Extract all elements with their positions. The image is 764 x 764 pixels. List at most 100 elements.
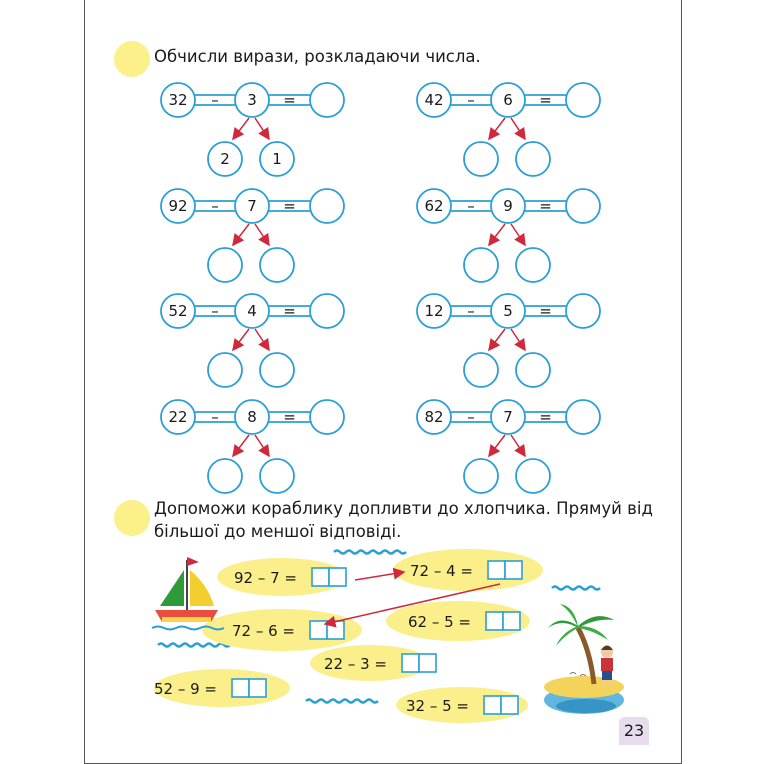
- boy-shirt: [601, 658, 613, 671]
- answer-circle[interactable]: [309, 82, 345, 118]
- part-circle[interactable]: [207, 141, 243, 177]
- boy-shorts: [602, 671, 612, 680]
- boat-hull-stripe: [162, 617, 211, 622]
- part-circle[interactable]: [463, 247, 499, 283]
- answer-circle[interactable]: [309, 188, 345, 224]
- decompose-arrow-right: [510, 328, 526, 352]
- subtrahend-value: 7: [247, 197, 257, 215]
- decompose-arrow-right: [254, 328, 270, 352]
- minuend-circle: [160, 399, 196, 435]
- decompose-arrow-left: [488, 434, 506, 458]
- island-shape: [393, 549, 543, 591]
- minuend-value: 92: [168, 197, 187, 215]
- answer-box-tens[interactable]: [401, 653, 420, 673]
- part-circle[interactable]: [463, 352, 499, 388]
- part-circle[interactable]: [207, 247, 243, 283]
- decompose-arrow-right: [510, 117, 526, 141]
- island-expression: 62 – 5 =: [408, 613, 471, 631]
- subtrahend-circle: [234, 188, 270, 224]
- answer-circle[interactable]: [565, 188, 601, 224]
- part-circle[interactable]: [207, 352, 243, 388]
- island-expression: 92 – 7 =: [234, 569, 297, 587]
- part-circle[interactable]: [463, 141, 499, 177]
- boy-hair: [601, 645, 613, 650]
- answer-box-tens[interactable]: [231, 678, 250, 698]
- island-5: 22 – 3 =: [310, 645, 437, 681]
- equals-sign: =: [539, 408, 552, 426]
- minus-sign: –: [211, 408, 219, 426]
- subtrahend-circle: [490, 188, 526, 224]
- part-circle[interactable]: [515, 352, 551, 388]
- decompose-arrow-left: [232, 117, 250, 141]
- route-arrow-1: [354, 567, 406, 581]
- answer-box-tens[interactable]: [483, 695, 502, 715]
- sea-shade: [556, 699, 616, 713]
- part-circle[interactable]: [259, 247, 295, 283]
- part-value: 1: [272, 150, 282, 168]
- island-shape: [202, 609, 362, 651]
- answer-box-tens[interactable]: [309, 620, 328, 640]
- part-circle[interactable]: [259, 458, 295, 494]
- answer-box-ones[interactable]: [248, 678, 267, 698]
- equals-sign: =: [539, 197, 552, 215]
- part-circle[interactable]: [463, 458, 499, 494]
- subtrahend-circle: [490, 82, 526, 118]
- answer-box-tens[interactable]: [487, 560, 506, 580]
- island-expression: 72 – 6 =: [232, 622, 295, 640]
- task2-line2: більшої до меншої відповіді.: [154, 522, 402, 541]
- answer-box-ones[interactable]: [418, 653, 437, 673]
- decompose-arrow-left: [232, 434, 250, 458]
- expression-4: 62–9=: [416, 188, 601, 283]
- subtrahend-value: 9: [503, 197, 513, 215]
- part-circle[interactable]: [259, 352, 295, 388]
- answer-box-ones[interactable]: [500, 695, 519, 715]
- island-1: 92 – 7 =: [217, 558, 347, 596]
- answer-circle[interactable]: [309, 293, 345, 329]
- decompose-arrow-left: [488, 223, 506, 247]
- minuend-value: 52: [168, 302, 187, 320]
- decompose-arrow-right: [510, 434, 526, 458]
- palm-leaf: [578, 626, 608, 640]
- answer-circle[interactable]: [565, 293, 601, 329]
- island-3: 72 – 6 =: [202, 609, 362, 651]
- expression-8: 82–7=: [416, 399, 601, 494]
- part-circle[interactable]: [515, 141, 551, 177]
- part-circle[interactable]: [259, 141, 295, 177]
- answer-box-ones[interactable]: [504, 560, 523, 580]
- answer-box-tens[interactable]: [311, 567, 330, 587]
- answer-box-ones[interactable]: [502, 611, 521, 631]
- expression-3: 92–7=: [160, 188, 345, 283]
- answer-circle[interactable]: [309, 399, 345, 435]
- subtrahend-circle: [234, 399, 270, 435]
- answer-circle[interactable]: [565, 82, 601, 118]
- minuend-circle: [416, 399, 452, 435]
- seagulls: [569, 672, 587, 677]
- decompose-arrow-right: [254, 223, 270, 247]
- part-circle[interactable]: [515, 247, 551, 283]
- minuend-circle: [416, 82, 452, 118]
- answer-box-tens[interactable]: [485, 611, 504, 631]
- wave: [333, 549, 407, 555]
- page-number: 23: [619, 717, 649, 745]
- palm-leaf: [578, 616, 614, 628]
- subtrahend-value: 6: [503, 91, 513, 109]
- palm-leaf: [548, 620, 578, 628]
- boat-sail-right: [190, 570, 214, 606]
- answer-circle[interactable]: [565, 399, 601, 435]
- decompose-arrow-left: [232, 328, 250, 352]
- part-value: 2: [220, 150, 230, 168]
- minuend-circle: [416, 188, 452, 224]
- minus-sign: –: [211, 197, 219, 215]
- answer-box-ones[interactable]: [328, 567, 347, 587]
- part-circle[interactable]: [207, 458, 243, 494]
- island-shape: [386, 601, 530, 641]
- minuend-circle: [160, 293, 196, 329]
- subtrahend-value: 4: [247, 302, 257, 320]
- equals-sign: =: [539, 91, 552, 109]
- subtrahend-value: 8: [247, 408, 257, 426]
- part-circle[interactable]: [515, 458, 551, 494]
- boat-sail-left: [160, 570, 184, 606]
- task1-bullet: [114, 41, 150, 77]
- boat-wave: [151, 625, 225, 631]
- minuend-value: 42: [424, 91, 443, 109]
